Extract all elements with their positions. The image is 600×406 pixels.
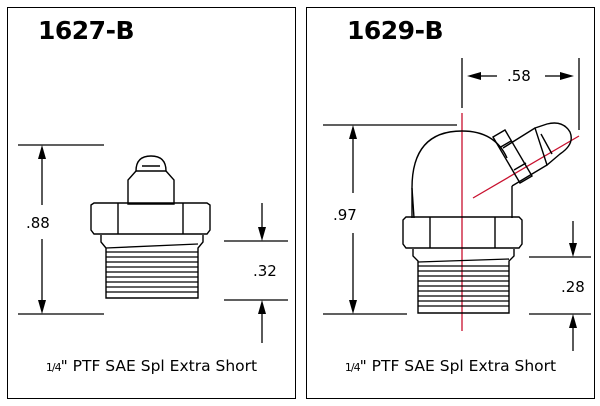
- arrowhead-down: [349, 300, 357, 314]
- fitting-drawing-angled: .58 .97 .28: [323, 58, 591, 351]
- arrowhead-down: [569, 243, 577, 257]
- arrowhead-down: [38, 300, 46, 314]
- angled-neck: [502, 127, 548, 187]
- arrowhead-up: [258, 300, 266, 314]
- dimension-height-label: .97: [333, 206, 357, 224]
- arrowhead-down: [258, 227, 266, 241]
- part-number-title: 1627-B: [38, 16, 135, 45]
- caption-text: " PTF SAE Spl Extra Short: [359, 357, 557, 375]
- caption-fraction: 1/4: [45, 361, 62, 374]
- dimension-height-label: .88: [26, 214, 50, 232]
- fitting-drawing-straight: .88 .32: [18, 144, 288, 343]
- panel-1627-b: 1627-B: [7, 7, 296, 399]
- dimension-thread: [529, 221, 591, 351]
- angled-tip: [534, 122, 572, 167]
- caption-fraction: 1/4: [344, 361, 361, 374]
- thread-shank: [100, 235, 204, 299]
- fitting-body-dome: [411, 130, 508, 218]
- arrowhead-up: [349, 125, 357, 139]
- fitting-neck: [127, 170, 175, 205]
- dimension-height: [323, 124, 457, 315]
- arrowhead-up: [569, 314, 577, 328]
- arrowhead-up: [38, 145, 46, 159]
- fitting-tip: [135, 155, 167, 172]
- dimension-offset: [461, 58, 580, 130]
- caption-text: " PTF SAE Spl Extra Short: [60, 357, 258, 375]
- centerlines: [461, 113, 580, 331]
- dimension-thread-label: .28: [561, 278, 585, 296]
- angled-hex: [492, 129, 533, 184]
- thread-spec-caption: 1/4" PTF SAE Spl Extra Short: [307, 357, 594, 375]
- arrowhead-left: [467, 72, 481, 80]
- thread-shank: [412, 249, 515, 314]
- panel-1629-b: 1629-B: [306, 7, 595, 399]
- dimension-thread-label: .32: [253, 262, 277, 280]
- dimension-thread: [224, 203, 288, 343]
- arrowhead-right: [560, 72, 574, 80]
- dimension-offset-label: .58: [507, 67, 531, 85]
- thread-lines: [105, 243, 199, 293]
- hex-nut: [90, 202, 211, 235]
- hex-nut: [402, 216, 523, 249]
- thread-spec-caption: 1/4" PTF SAE Spl Extra Short: [8, 357, 295, 375]
- thread-lines: [417, 258, 510, 307]
- dimension-height: [18, 144, 104, 315]
- part-number-title: 1629-B: [347, 16, 444, 45]
